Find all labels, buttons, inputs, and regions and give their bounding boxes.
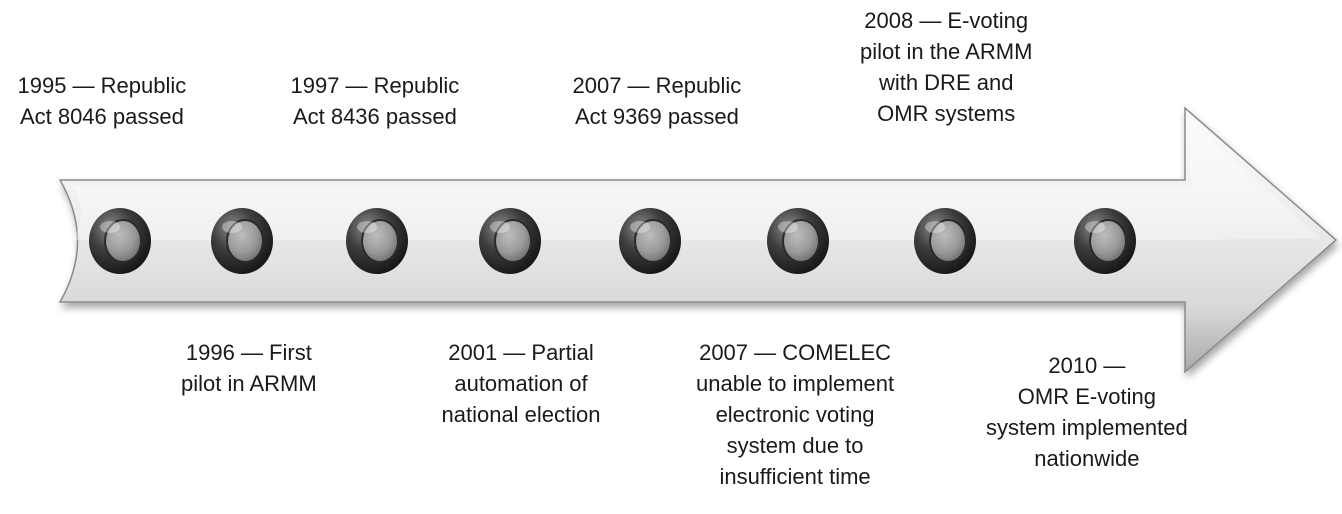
event-label-line: system due to	[726, 433, 864, 458]
event-label-line: pilot in the ARMM	[860, 39, 1033, 64]
event-label-line: 1997 — Republic	[290, 73, 460, 98]
marker-shine	[1085, 221, 1105, 233]
timeline-marker-e2010	[1074, 208, 1136, 274]
event-label-e1996: 1996 — First pilot in ARMM	[181, 337, 317, 399]
event-label-e2007b: 2007 — COMELEC unable to implement electro…	[696, 337, 894, 492]
event-label-line: Act 8436 passed	[292, 104, 457, 129]
event-label-line: insufficient time	[719, 464, 871, 489]
marker-shine	[222, 221, 242, 233]
event-label-line: 1995 — Republic	[17, 73, 187, 98]
arrow-shape	[58, 106, 1338, 374]
timeline-marker-e2007b	[767, 208, 829, 274]
marker-shine	[778, 221, 798, 233]
marker-face	[634, 219, 672, 263]
event-label-line: system implemented	[986, 415, 1188, 440]
marker-face	[226, 219, 264, 263]
event-label-line: 1996 — First	[185, 340, 312, 365]
event-label-line: Act 9369 passed	[574, 104, 739, 129]
event-label-line: unable to implement	[696, 371, 895, 396]
event-label-line: OMR E-voting	[1017, 384, 1156, 409]
timeline-marker-e1997	[346, 208, 408, 274]
event-label-line: automation of	[454, 371, 588, 396]
timeline-marker-e2007a	[619, 208, 681, 274]
timeline-marker-e2008	[914, 208, 976, 274]
marker-shine	[100, 221, 120, 233]
marker-shine	[630, 221, 650, 233]
marker-face	[361, 219, 399, 263]
timeline-marker-e1995	[89, 208, 151, 274]
timeline-marker-e1996	[211, 208, 273, 274]
event-label-line: OMR systems	[877, 101, 1016, 126]
event-label-line: electronic voting	[715, 402, 875, 427]
timeline-marker-e2001	[479, 208, 541, 274]
marker-face	[929, 219, 967, 263]
event-label-e2001: 2001 — Partial automation of national elec…	[442, 337, 601, 430]
event-label-line: 2001 — Partial	[448, 340, 594, 365]
event-label-line: 2007 — COMELEC	[699, 340, 892, 365]
event-label-line: pilot in ARMM	[181, 371, 317, 396]
event-label-e2010: 2010 — OMR E-voting system implemented nati…	[986, 350, 1188, 474]
marker-face	[494, 219, 532, 263]
marker-face	[104, 219, 142, 263]
marker-face	[782, 219, 820, 263]
event-label-line: 2007 — Republic	[572, 73, 742, 98]
event-label-line: with DRE and	[878, 70, 1014, 95]
marker-shine	[490, 221, 510, 233]
event-label-line: 2008 — E-voting	[864, 8, 1029, 33]
marker-shine	[925, 221, 945, 233]
event-label-line: Act 8046 passed	[19, 104, 184, 129]
event-label-line: national election	[441, 402, 601, 427]
marker-face	[1089, 219, 1127, 263]
event-label-line: 2010 —	[1048, 353, 1126, 378]
event-label-e2008: 2008 — E-voting pilot in the ARMM with DRE…	[860, 5, 1032, 129]
event-label-line: nationwide	[1034, 446, 1140, 471]
timeline-markers	[89, 208, 1136, 274]
marker-shine	[357, 221, 377, 233]
